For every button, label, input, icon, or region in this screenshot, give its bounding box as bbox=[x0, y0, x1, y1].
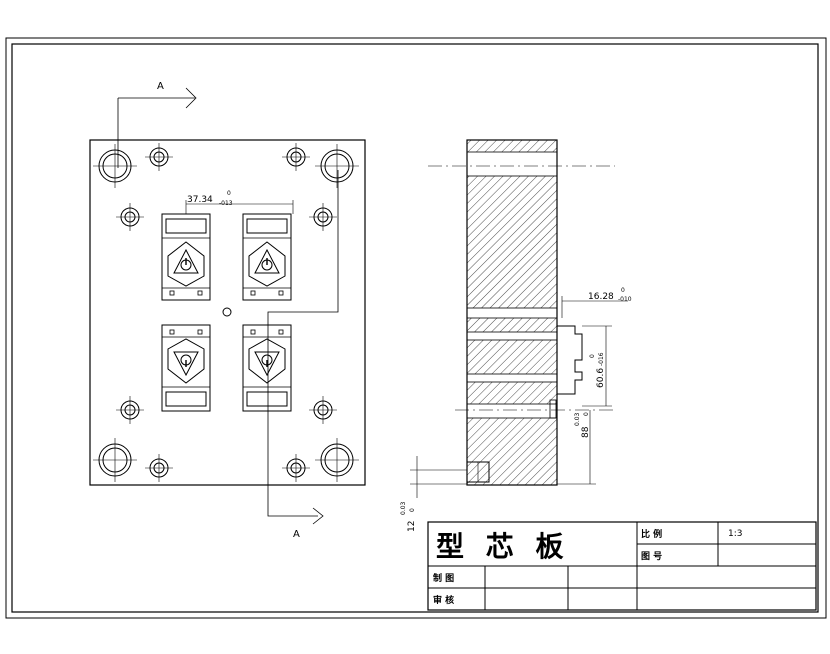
svg-text:0.03: 0.03 bbox=[574, 412, 581, 426]
screw-hole bbox=[115, 395, 145, 425]
screw-hole bbox=[281, 142, 311, 172]
screw-hole bbox=[144, 142, 174, 172]
guide-pillar-hole bbox=[92, 437, 138, 483]
core-insert bbox=[242, 213, 292, 301]
svg-text:-013: -013 bbox=[219, 200, 233, 207]
inner-border bbox=[11, 43, 819, 613]
core-insert bbox=[161, 324, 211, 412]
svg-text:0.03: 0.03 bbox=[400, 501, 407, 515]
step-height-dimension: 60.6 bbox=[596, 368, 606, 388]
scale-label: 比 例 bbox=[641, 528, 662, 540]
guide-pillar-hole bbox=[92, 143, 138, 189]
svg-text:-010: -010 bbox=[618, 296, 632, 303]
svg-text:0: 0 bbox=[583, 412, 590, 416]
svg-text:0: 0 bbox=[227, 190, 231, 197]
guide-pillar-hole bbox=[314, 437, 360, 483]
part-name: 型 芯 板 bbox=[436, 530, 570, 563]
core-depth-dimension: 16.28 bbox=[588, 292, 614, 302]
plan-view: A A 37.34 0 -013 bbox=[89, 81, 366, 540]
screw-hole bbox=[115, 202, 145, 232]
svg-text:-016: -016 bbox=[598, 352, 605, 366]
svg-text:0: 0 bbox=[621, 287, 625, 294]
drawn-by-label: 制 图 bbox=[433, 572, 454, 584]
section-line bbox=[267, 170, 339, 517]
title-block: 型 芯 板 比 例 1:3 图 号 制 图 审 核 bbox=[427, 521, 817, 611]
checked-by-label: 审 核 bbox=[433, 594, 454, 606]
screw-hole bbox=[308, 202, 338, 232]
screw-hole bbox=[308, 395, 338, 425]
svg-text:0: 0 bbox=[589, 354, 596, 358]
mold-plate-outline bbox=[89, 139, 366, 486]
bore-height-dimension: 88 bbox=[581, 426, 591, 438]
section-label-bottom: A bbox=[293, 529, 300, 540]
section-label-top: A bbox=[157, 81, 164, 92]
screw-hole bbox=[144, 453, 174, 483]
core-insert bbox=[242, 324, 292, 412]
pitch-dimension: 37.34 bbox=[187, 195, 213, 205]
screw-hole bbox=[281, 453, 311, 483]
scale-value: 1:3 bbox=[728, 529, 742, 539]
outer-border bbox=[5, 37, 827, 619]
guide-pillar-hole bbox=[314, 143, 360, 189]
drawing-no-label: 图 号 bbox=[641, 551, 662, 562]
svg-text:0: 0 bbox=[409, 508, 416, 512]
sprue-hole bbox=[222, 307, 232, 317]
base-height-dimension: 12 bbox=[407, 521, 417, 532]
core-insert bbox=[161, 213, 211, 301]
section-view: 16.28 0 -010 60.6 0 -016 88 0.03 0 12 0.… bbox=[400, 139, 632, 532]
